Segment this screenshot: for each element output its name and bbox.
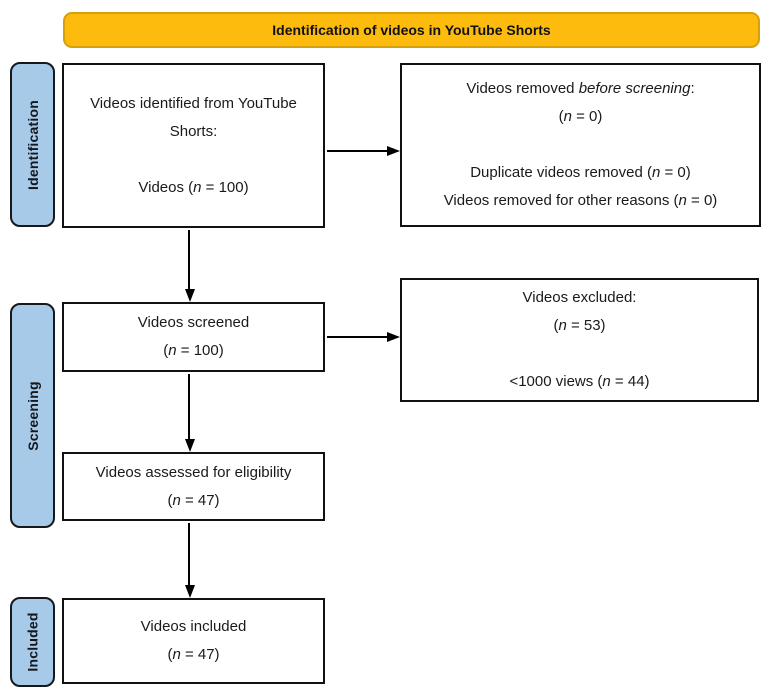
box-text-line	[402, 340, 757, 368]
stage-label-identification: Identification	[10, 62, 55, 227]
arrow-screened-to-assessed	[185, 374, 195, 452]
arrow-assessed-to-included	[185, 523, 195, 598]
diagram-title: Identification of videos in YouTube Shor…	[272, 22, 551, 38]
box-text-line: Videos removed for other reasons (n = 0)	[443, 192, 718, 209]
box-text-line: Videos assessed for eligibility	[95, 463, 292, 481]
stage-label-screening: Screening	[10, 303, 55, 528]
box-text-line: <1000 views (n = 44)	[509, 373, 650, 390]
box-videos-screened: Videos screened (n = 100)	[62, 302, 325, 372]
box-videos-removed-before-screening: Videos removed before screening:(n = 0) …	[400, 63, 761, 227]
arrow-screened-to-excluded	[327, 332, 400, 342]
box-text-line: (n = 100)	[163, 342, 224, 359]
box-text-line: (n = 47)	[167, 646, 220, 663]
box-text-line: Videos identified from YouTube	[90, 94, 297, 112]
box-videos-assessed: Videos assessed for eligibility (n = 47)	[62, 452, 325, 521]
box-text-line: Videos excluded:	[522, 289, 637, 306]
box-videos-included: Videos included (n = 47)	[62, 598, 325, 684]
box-text-line: Shorts:	[169, 122, 218, 140]
stage-label-included: Included	[10, 597, 55, 687]
box-text-line: (n = 0)	[558, 108, 603, 125]
box-text-line: Videos included	[140, 618, 247, 635]
box-text-line: Videos (n = 100)	[138, 178, 249, 196]
stage-label-included-text: Included	[24, 612, 41, 672]
box-text-line: Duplicate videos removed (n = 0)	[470, 164, 691, 181]
stage-label-identification-text: Identification	[24, 99, 41, 190]
box-videos-excluded: Videos excluded: (n = 53) <1000 views (n …	[400, 278, 759, 402]
box-text-line	[402, 131, 759, 159]
arrow-identified-to-removed	[327, 146, 400, 156]
stage-label-screening-text: Screening	[24, 380, 41, 451]
arrow-identified-to-screened	[185, 230, 195, 302]
box-text-line: Videos removed before screening:	[466, 80, 695, 97]
box-text-line: (n = 53)	[553, 317, 606, 334]
box-text-line: Videos screened	[137, 314, 250, 331]
box-text-line	[64, 146, 323, 174]
diagram-title-banner: Identification of videos in YouTube Shor…	[63, 12, 760, 48]
box-text-line: (n = 47)	[167, 491, 220, 509]
